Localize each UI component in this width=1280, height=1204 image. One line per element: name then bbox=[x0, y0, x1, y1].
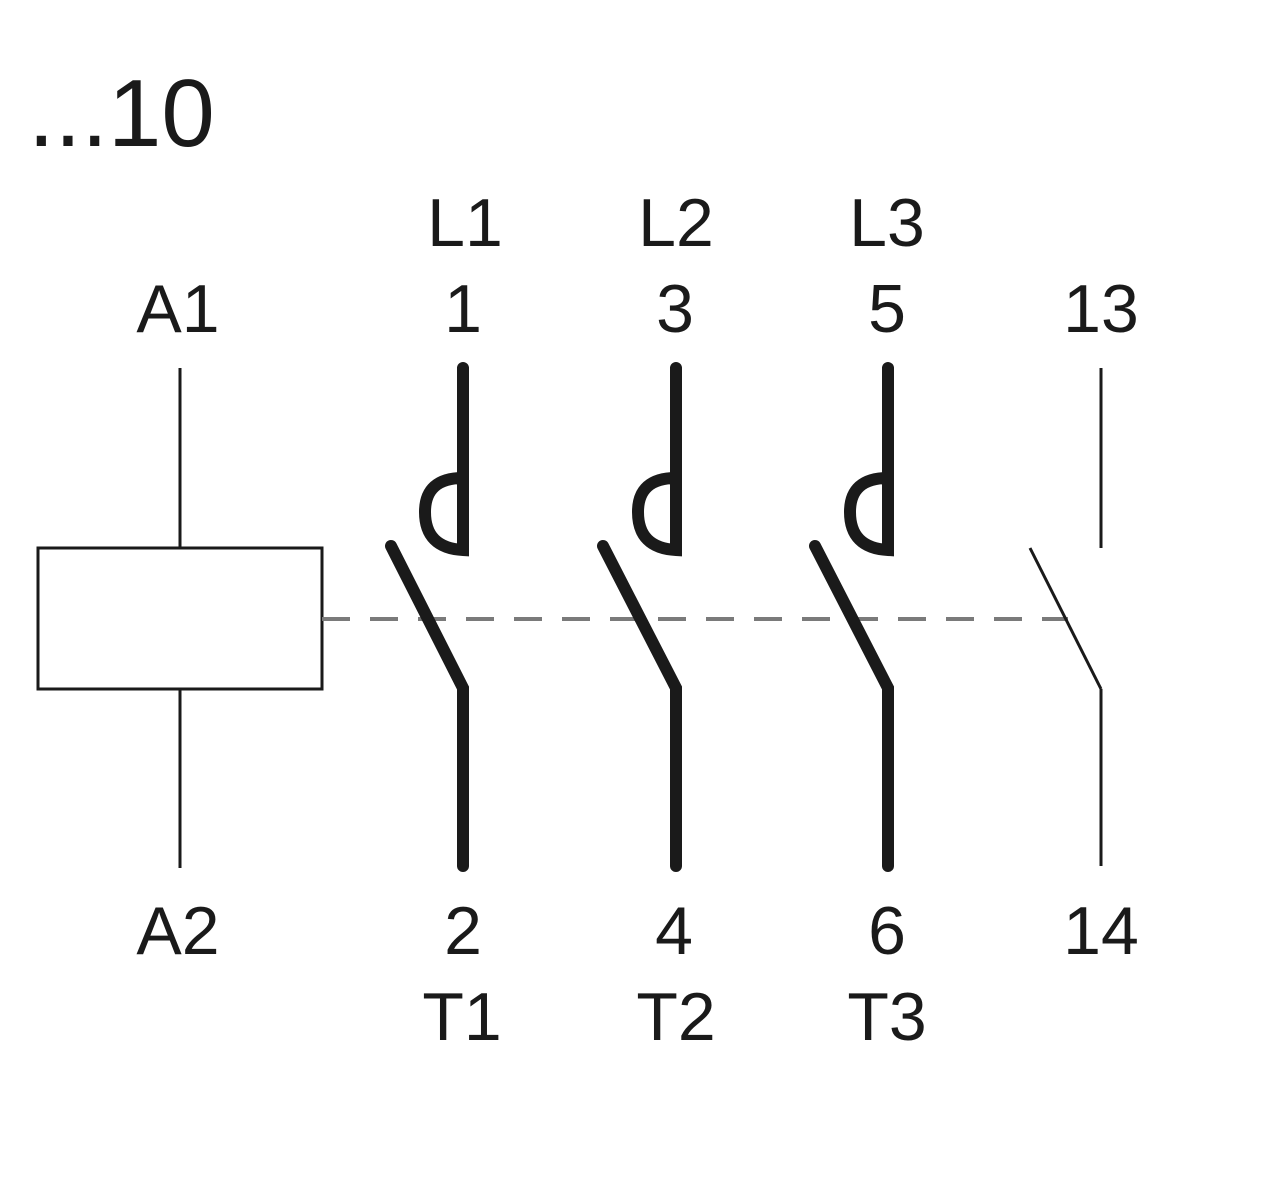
pole-1-top-terminal: 1 bbox=[444, 271, 482, 347]
diagram-title: ...10 bbox=[28, 60, 215, 167]
pole-2-load-label: T2 bbox=[636, 979, 715, 1055]
pole-3-moving-contact bbox=[809, 540, 894, 872]
pole-1-bottom-terminal: 2 bbox=[444, 893, 482, 969]
aux-bottom-terminal: 14 bbox=[1063, 893, 1139, 969]
pole-2-bottom-terminal: 4 bbox=[655, 893, 693, 969]
main-pole-1: L1 1 2 T1 bbox=[385, 185, 503, 1055]
main-pole-2: L2 3 4 T2 bbox=[597, 185, 716, 1055]
pole-3-fixed-contact bbox=[843, 362, 894, 557]
pole-3-line-label: L3 bbox=[849, 185, 925, 261]
pole-1-load-label: T1 bbox=[422, 979, 501, 1055]
main-pole-3: L3 5 6 T3 bbox=[809, 185, 927, 1055]
pole-2-moving-contact bbox=[597, 540, 682, 872]
pole-2-fixed-contact bbox=[631, 362, 682, 557]
pole-1-line-label: L1 bbox=[427, 185, 503, 261]
pole-1-moving-contact bbox=[385, 540, 469, 872]
aux-moving-contact bbox=[1028, 547, 1103, 690]
pole-1-fixed-contact bbox=[418, 362, 469, 557]
auxiliary-contact: 13 14 bbox=[1028, 271, 1139, 969]
aux-top-terminal: 13 bbox=[1063, 271, 1139, 347]
pole-3-top-terminal: 5 bbox=[868, 271, 906, 347]
coil: A1 A2 bbox=[36, 271, 324, 969]
pole-2-top-terminal: 3 bbox=[656, 271, 694, 347]
coil-body bbox=[36, 546, 324, 691]
pole-3-bottom-terminal: 6 bbox=[868, 893, 906, 969]
coil-bottom-label: A2 bbox=[136, 893, 219, 969]
pole-2-line-label: L2 bbox=[638, 185, 714, 261]
coil-top-label: A1 bbox=[136, 271, 219, 347]
pole-3-load-label: T3 bbox=[847, 979, 926, 1055]
